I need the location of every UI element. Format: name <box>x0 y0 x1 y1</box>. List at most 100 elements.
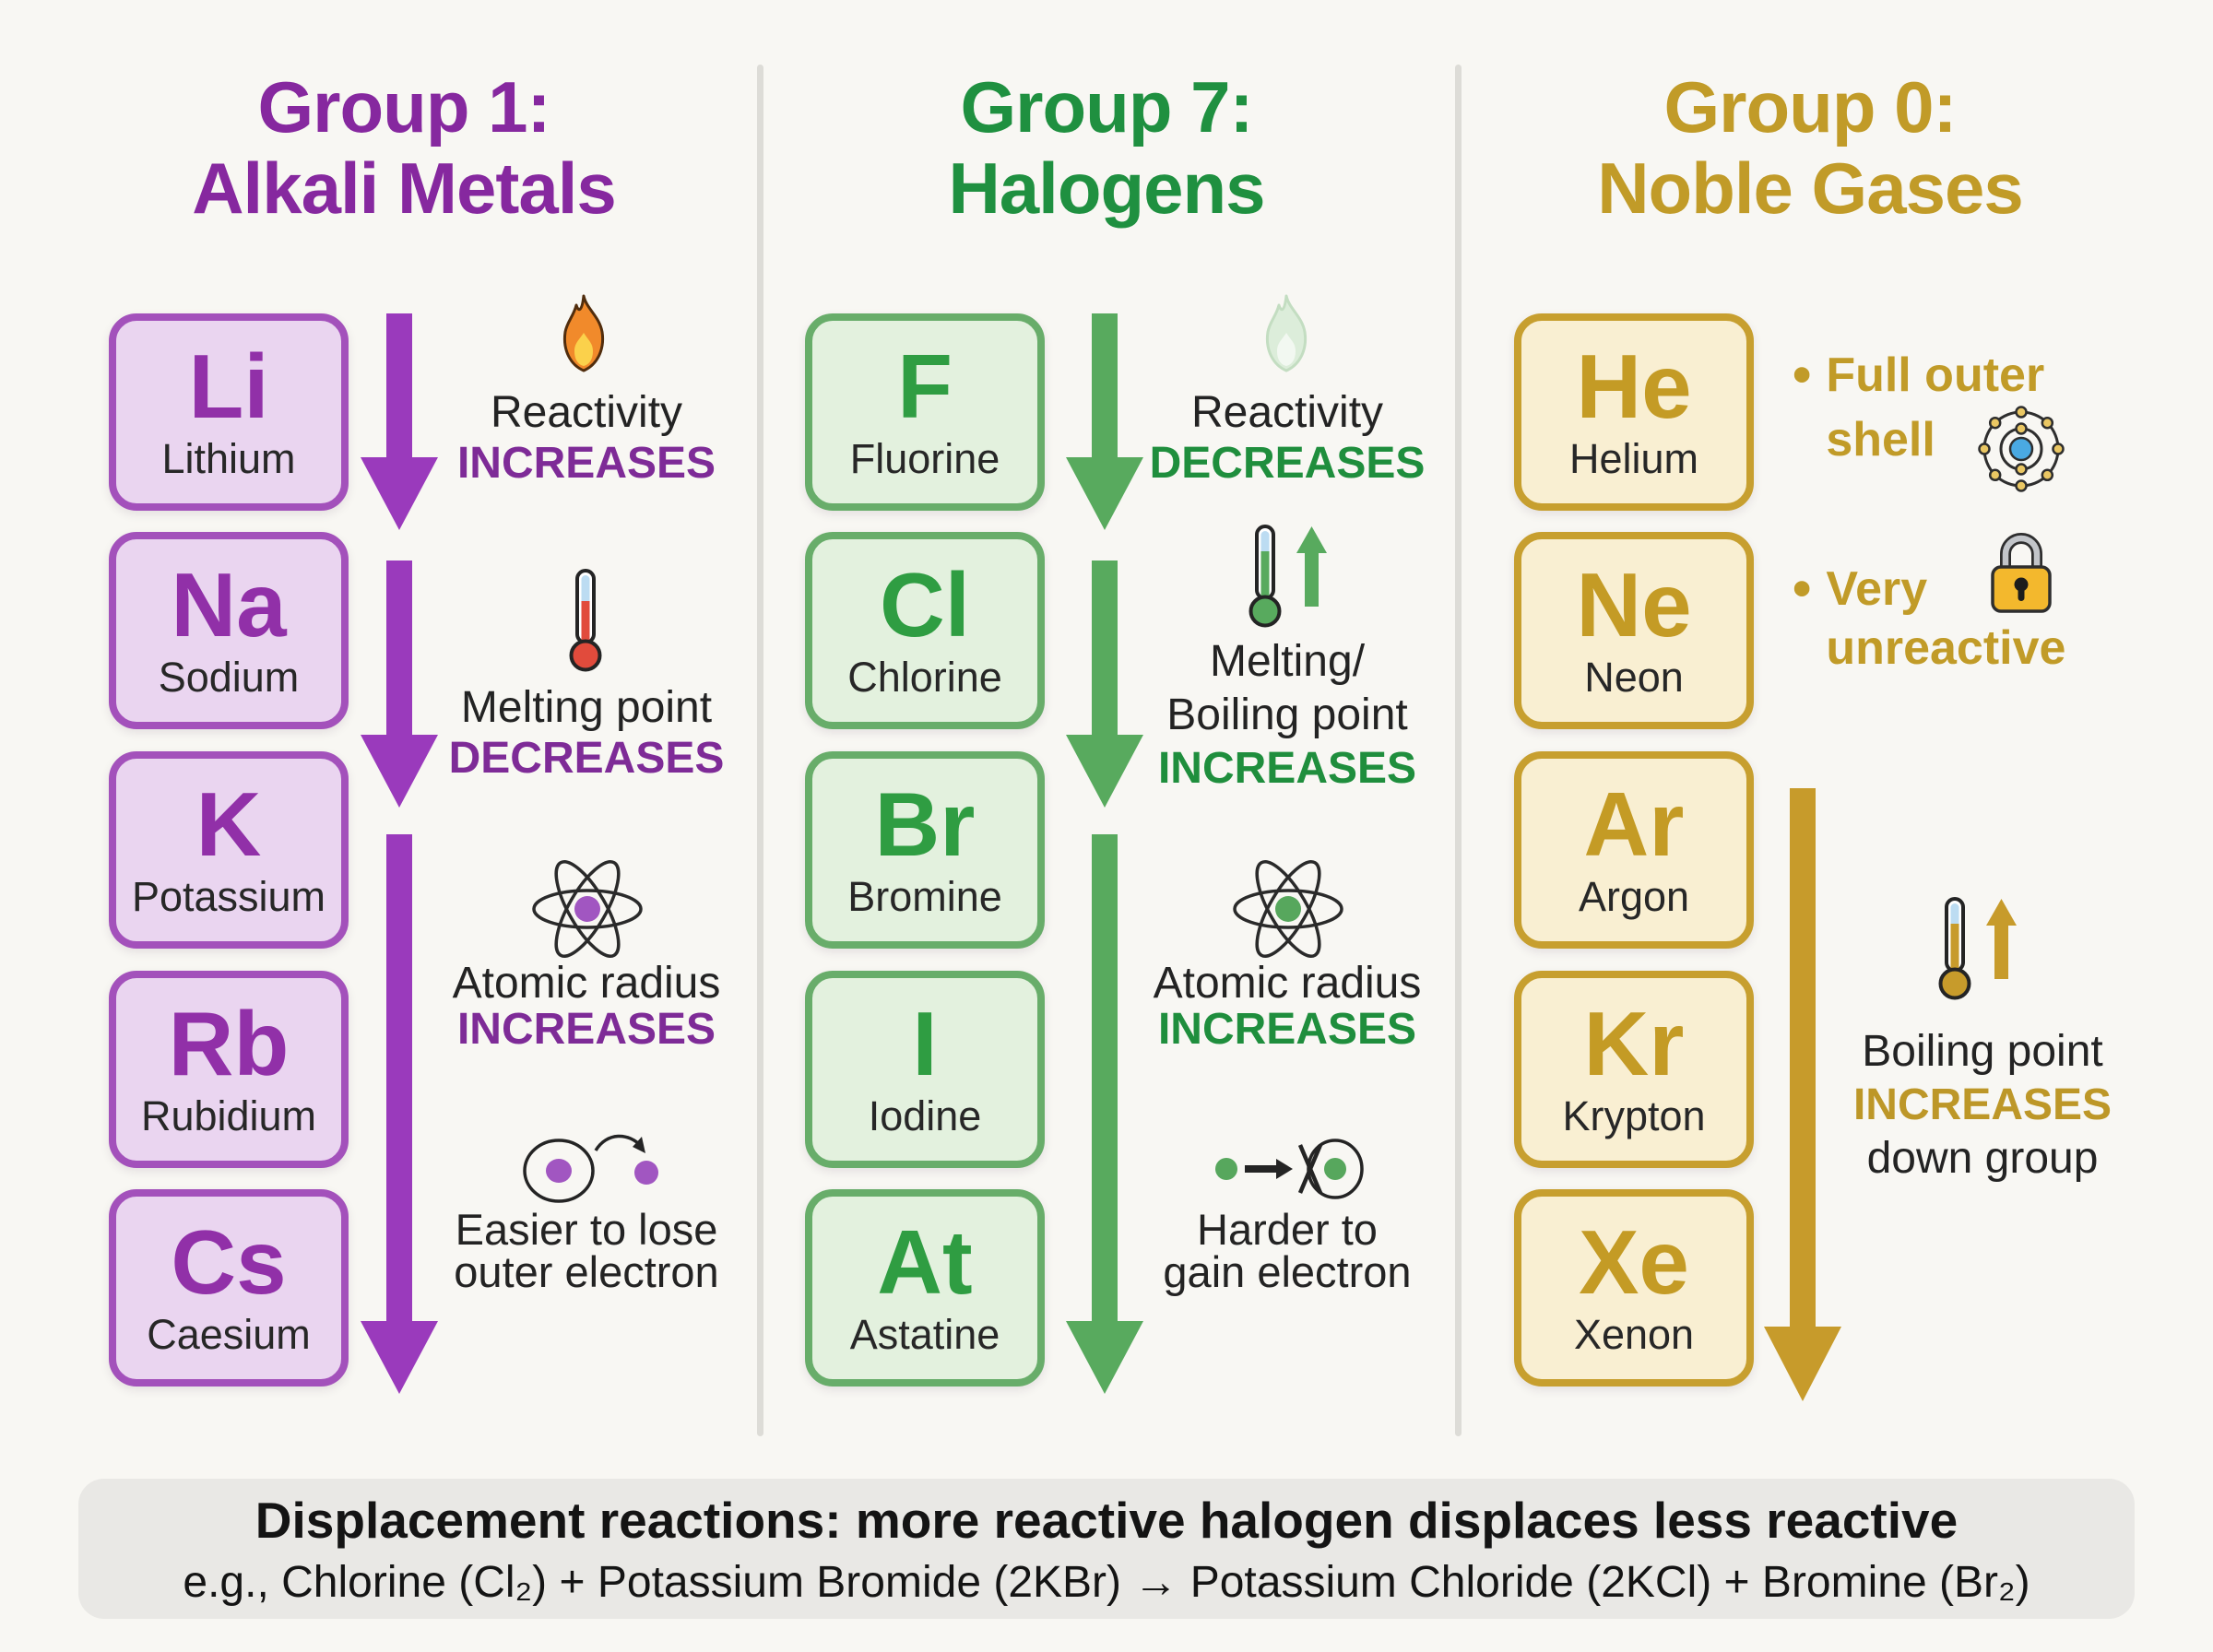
group1-electron-label: Easier to lose outer electron <box>420 1208 752 1296</box>
element-tile-li: Li Lithium <box>109 313 349 511</box>
group0-boiling-line3: down group <box>1866 1134 2099 1183</box>
group0-bullet2-line2: unreactive <box>1826 621 2066 675</box>
group0-down-arrow <box>1764 788 1841 1401</box>
group0-bullet-full-outer-shell: • Full outer shell <box>1793 343 2044 472</box>
bullet-dot-icon: • <box>1793 559 1812 619</box>
element-name-xe: Xenon <box>1573 1311 1695 1358</box>
group1-electron-line2: outer electron <box>454 1247 719 1296</box>
group0-bullet1-line1: Full outer <box>1826 348 2045 402</box>
element-name-na: Sodium <box>158 654 300 701</box>
element-name-br: Bromine <box>847 873 1002 920</box>
element-symbol-at: At <box>877 1211 973 1313</box>
element-name-rb: Rubidium <box>140 1092 317 1139</box>
group1-title-line1: Group 1: <box>257 66 551 148</box>
group7-melting-label: Melting/ Boiling point INCREASES <box>1121 635 1453 796</box>
column-divider-left <box>757 65 763 1436</box>
element-tile-cs: Cs Caesium <box>109 1189 349 1386</box>
element-symbol-ne: Ne <box>1576 554 1692 655</box>
group1-melting-line1: Melting point <box>460 683 713 732</box>
element-tile-rb: Rb Rubidium <box>109 971 349 1168</box>
element-symbol-f: F <box>897 336 953 437</box>
group7-electron-line1: Harder to <box>1197 1205 1378 1254</box>
group1-reactivity-line1: Reactivity <box>490 388 683 437</box>
group0-bullet-very-unreactive: • Very unreactive <box>1793 560 2065 678</box>
group1-melting-label: Melting point DECREASES <box>420 682 752 784</box>
group7-title: Group 7: Halogens <box>756 66 1457 229</box>
group7-title-line2: Halogens <box>948 148 1265 229</box>
thermometer-up-icon <box>1249 525 1327 628</box>
group0-title: Group 0: Noble Gases <box>1460 66 2160 229</box>
pale-flame-icon <box>1265 294 1308 372</box>
element-tile-kr: Kr Krypton <box>1514 971 1754 1168</box>
thermometer-icon <box>569 569 602 672</box>
group7-reactivity-line2: DECREASES <box>1149 439 1426 488</box>
group1-melting-line2: DECREASES <box>448 734 725 783</box>
element-name-k: Potassium <box>131 873 326 920</box>
group1-down-arrow-top <box>361 313 438 530</box>
displacement-note-example: e.g., Chlorine (Cl₂) + Potassium Bromide… <box>183 1557 2030 1607</box>
group1-radius-label: Atomic radius INCREASES <box>420 961 752 1053</box>
element-name-li: Lithium <box>161 435 296 482</box>
element-symbol-ar: Ar <box>1583 773 1685 875</box>
element-tile-f: F Fluorine <box>805 313 1045 511</box>
bullet-dot-icon: • <box>1793 345 1812 405</box>
element-name-at: Astatine <box>849 1311 1000 1358</box>
element-tile-ne: Ne Neon <box>1514 532 1754 729</box>
group0-boiling-label: Boiling point INCREASES down group <box>1817 1025 2148 1186</box>
group1-reactivity-line2: INCREASES <box>456 439 716 488</box>
element-tile-ar: Ar Argon <box>1514 751 1754 949</box>
group7-electron-line2: gain electron <box>1163 1247 1412 1296</box>
group1-down-arrow-bottom <box>361 834 438 1394</box>
element-name-i: Iodine <box>868 1092 982 1139</box>
element-tile-at: At Astatine <box>805 1189 1045 1386</box>
group1-title-line2: Alkali Metals <box>192 148 617 229</box>
group7-down-arrow-top <box>1066 313 1143 530</box>
displacement-note-title: Displacement reactions: more reactive ha… <box>254 1491 1959 1549</box>
group7-reactivity-label: Reactivity DECREASES <box>1121 387 1453 489</box>
flame-icon <box>562 294 605 372</box>
group1-radius-line1: Atomic radius <box>452 959 721 1008</box>
element-symbol-kr: Kr <box>1583 993 1685 1094</box>
element-symbol-cs: Cs <box>171 1211 287 1313</box>
element-name-f: Fluorine <box>849 435 1000 482</box>
element-name-kr: Krypton <box>1562 1092 1706 1139</box>
thermometer-up-icon <box>1938 897 2017 1000</box>
bohr-atom-icon <box>1978 406 2065 492</box>
group7-reactivity-line1: Reactivity <box>1190 388 1384 437</box>
group7-down-arrow-bottom <box>1066 834 1143 1394</box>
group7-melting-line3: INCREASES <box>1157 744 1417 793</box>
group0-title-line1: Group 0: <box>1663 66 1958 148</box>
group7-electron-label: Harder to gain electron <box>1121 1205 1453 1296</box>
element-symbol-he: He <box>1576 336 1692 437</box>
atom-icon <box>1233 860 1343 958</box>
group0-title-line2: Noble Gases <box>1597 148 2024 229</box>
element-symbol-na: Na <box>171 554 287 655</box>
group1-title: Group 1: Alkali Metals <box>53 66 754 229</box>
group0-bullet2-line1: Very <box>1826 562 1928 616</box>
group7-melting-line2: Boiling point <box>1166 690 1408 739</box>
element-symbol-cl: Cl <box>880 554 970 655</box>
element-symbol-li: Li <box>188 336 269 437</box>
element-symbol-rb: Rb <box>168 993 290 1094</box>
group1-down-arrow-middle <box>361 560 438 808</box>
element-tile-na: Na Sodium <box>109 532 349 729</box>
element-name-cl: Chlorine <box>847 654 1002 701</box>
element-tile-k: K Potassium <box>109 751 349 949</box>
group7-title-line1: Group 7: <box>960 66 1254 148</box>
group7-melting-line1: Melting/ <box>1209 637 1366 686</box>
group7-radius-line2: INCREASES <box>1157 1005 1417 1054</box>
element-symbol-xe: Xe <box>1579 1211 1689 1313</box>
padlock-icon <box>1991 533 2052 613</box>
electron-loss-icon <box>523 1134 658 1203</box>
group7-radius-line1: Atomic radius <box>1153 959 1422 1008</box>
group0-boiling-line2: INCREASES <box>1852 1080 2112 1129</box>
element-tile-i: I Iodine <box>805 971 1045 1168</box>
electron-gain-blocked-icon <box>1215 1139 1364 1199</box>
displacement-note: Displacement reactions: more reactive ha… <box>78 1479 2135 1619</box>
group1-reactivity-label: Reactivity INCREASES <box>420 387 752 489</box>
element-tile-he: He Helium <box>1514 313 1754 511</box>
element-name-cs: Caesium <box>147 1311 311 1358</box>
element-name-ar: Argon <box>1578 873 1690 920</box>
group0-boiling-line1: Boiling point <box>1862 1027 2103 1076</box>
atom-icon <box>532 860 643 958</box>
